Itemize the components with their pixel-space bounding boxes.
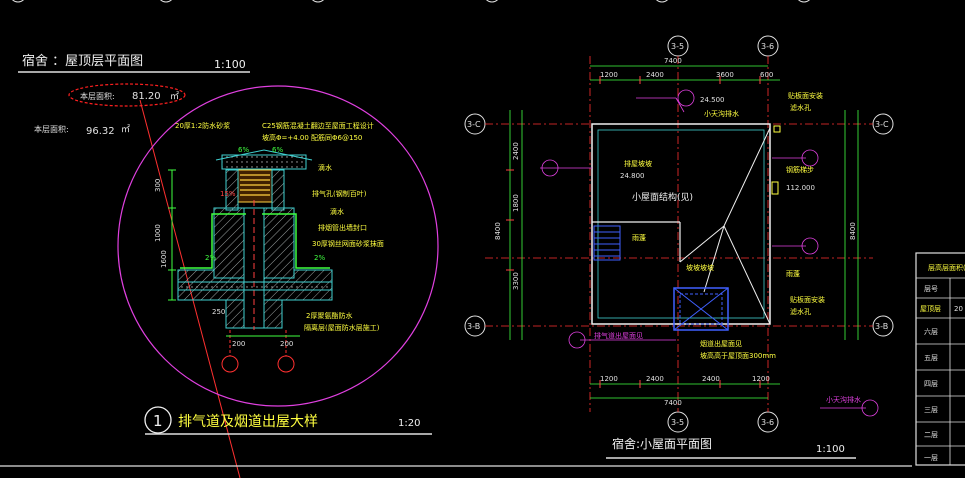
svg-text:雨蓬: 雨蓬 xyxy=(632,233,646,242)
svg-text:坡坡坡坡: 坡坡坡坡 xyxy=(686,263,714,272)
axis-right-1: 3-C xyxy=(875,120,889,129)
svg-text:6%: 6% xyxy=(238,146,249,154)
svg-text:1600: 1600 xyxy=(160,250,168,268)
svg-text:24.500: 24.500 xyxy=(700,96,725,104)
detail-scale: 1:20 xyxy=(398,418,420,429)
svg-text:贴板面安装: 贴板面安装 xyxy=(790,295,825,304)
area-label-2: 本层面积: xyxy=(34,124,69,134)
svg-text:滤水孔: 滤水孔 xyxy=(790,307,811,316)
axis-left-1: 3-C xyxy=(467,120,481,129)
area-unit-1: ㎡ xyxy=(170,91,179,102)
svg-text:300: 300 xyxy=(154,179,162,192)
axis-top-2: 3-6 xyxy=(761,42,774,51)
svg-text:六层: 六层 xyxy=(924,327,938,336)
svg-text:30厚钢丝网面砂浆抹面: 30厚钢丝网面砂浆抹面 xyxy=(312,239,384,248)
area-label-1: 本层面积: xyxy=(80,91,115,101)
svg-text:3300: 3300 xyxy=(512,272,520,290)
detail-number: 1 xyxy=(153,412,163,430)
svg-text:2400: 2400 xyxy=(702,375,720,383)
right-title: 宿舍:小屋面平面图 xyxy=(612,436,712,451)
plan-dimensions: 7400 1200 2400 3600 600 1200 2400 2400 1… xyxy=(494,57,857,407)
svg-text:排气道出屋面见: 排气道出屋面见 xyxy=(594,331,643,340)
svg-text:贴板面安装: 贴板面安装 xyxy=(788,91,823,100)
svg-text:小天沟排水: 小天沟排水 xyxy=(704,109,739,118)
svg-text:1200: 1200 xyxy=(752,375,770,383)
axis-top-1: 3-5 xyxy=(671,42,684,51)
svg-text:1000: 1000 xyxy=(154,224,162,242)
axis-bottom-2: 3-6 xyxy=(761,418,774,427)
axis-right-2: 3-B xyxy=(875,322,888,331)
svg-text:坡高高于屋顶面300mm: 坡高高于屋顶面300mm xyxy=(700,351,776,360)
svg-text:24.800: 24.800 xyxy=(620,172,645,180)
table-title: 层高层面积(㎡) xyxy=(928,263,965,272)
svg-text:一层: 一层 xyxy=(924,454,938,462)
svg-text:112.000: 112.000 xyxy=(786,184,815,192)
revision-cloud xyxy=(68,83,186,107)
svg-text:2%: 2% xyxy=(205,254,216,262)
svg-text:2400: 2400 xyxy=(646,375,664,383)
svg-text:20: 20 xyxy=(954,305,963,313)
svg-text:滤水孔: 滤水孔 xyxy=(790,103,811,112)
svg-text:排屋坡坡: 排屋坡坡 xyxy=(624,159,652,168)
svg-text:8400: 8400 xyxy=(494,222,502,240)
area-table: 层高层面积(㎡) 层号 屋顶层 六层 五层 四层 三层 二层 一层 20 xyxy=(915,252,965,466)
svg-text:200: 200 xyxy=(280,340,293,348)
svg-text:层号: 层号 xyxy=(924,285,938,293)
left-title: 宿舍 ：屋顶层平面图 xyxy=(22,53,143,69)
top-grid-markers xyxy=(11,0,811,3)
svg-text:滴水: 滴水 xyxy=(330,207,344,216)
svg-text:2厚聚氨酯防水: 2厚聚氨酯防水 xyxy=(306,311,352,320)
svg-text:7400: 7400 xyxy=(664,399,682,407)
svg-text:1800: 1800 xyxy=(512,194,520,212)
svg-text:6%: 6% xyxy=(272,146,283,154)
plan-labels: 24.500 24.800 112.000 小天沟排水 小屋面结构(见) 排屋坡… xyxy=(594,91,861,404)
svg-text:小天沟排水: 小天沟排水 xyxy=(826,395,861,404)
axis-left-2: 3-B xyxy=(467,322,480,331)
svg-text:8400: 8400 xyxy=(849,222,857,240)
small-roof-plan: 3-5 3-6 3-5 3-6 3-C 3-B 3-C 3-B xyxy=(464,35,894,433)
svg-text:四层: 四层 xyxy=(924,380,938,388)
svg-text:7400: 7400 xyxy=(664,57,682,65)
svg-text:小屋面结构(见): 小屋面结构(见) xyxy=(632,191,693,203)
svg-text:雨蓬: 雨蓬 xyxy=(786,269,800,278)
detail-notes: 20厚1:2防水砂浆 C25钢筋混凝土翻边至屋面工程设计 坡高Φ=+4.00 配… xyxy=(175,121,384,332)
detail-circle xyxy=(117,85,439,407)
svg-text:五层: 五层 xyxy=(924,354,938,362)
detail-title: 排气道及烟道出屋大样 xyxy=(178,414,318,430)
svg-text:钢筋梯步: 钢筋梯步 xyxy=(786,165,814,174)
svg-text:2400: 2400 xyxy=(646,71,664,79)
svg-text:600: 600 xyxy=(760,71,773,79)
svg-text:排烟管出墙封口: 排烟管出墙封口 xyxy=(318,223,367,232)
svg-text:屋顶层: 屋顶层 xyxy=(920,305,941,313)
svg-text:3600: 3600 xyxy=(716,71,734,79)
axis-bottom-1: 3-5 xyxy=(671,418,684,427)
svg-text:烟道出屋面见: 烟道出屋面见 xyxy=(700,339,742,348)
svg-text:15%: 15% xyxy=(220,190,236,198)
svg-text:滴水: 滴水 xyxy=(318,163,332,172)
svg-text:200: 200 xyxy=(232,340,245,348)
detail-number-circle xyxy=(144,406,172,434)
svg-text:坡高Φ=+4.00 配筋同Φ6@150: 坡高Φ=+4.00 配筋同Φ6@150 xyxy=(262,133,362,142)
svg-text:1200: 1200 xyxy=(600,71,618,79)
svg-text:20厚1:2防水砂浆: 20厚1:2防水砂浆 xyxy=(175,121,230,130)
svg-text:C25钢筋混凝土翻边至屋面工程设计: C25钢筋混凝土翻边至屋面工程设计 xyxy=(262,121,374,130)
svg-text:三层: 三层 xyxy=(924,406,938,414)
left-scale: 1:100 xyxy=(214,58,246,71)
chimney-detail xyxy=(168,149,333,373)
svg-text:2400: 2400 xyxy=(512,142,520,160)
svg-text:2%: 2% xyxy=(314,254,325,262)
area-value-2: 96.32 xyxy=(86,126,115,137)
svg-text:1200: 1200 xyxy=(600,375,618,383)
right-scale: 1:100 xyxy=(816,444,845,455)
area-value-1: 81.20 xyxy=(132,91,161,102)
area-unit-2: ㎡ xyxy=(121,124,130,135)
svg-text:排气孔(钢制百叶): 排气孔(钢制百叶) xyxy=(312,189,367,198)
svg-text:二层: 二层 xyxy=(924,431,938,439)
detail-dimensions: 300 1000 1600 200 200 250 xyxy=(154,179,293,348)
svg-text:隔离层(屋面防水层施工): 隔离层(屋面防水层施工) xyxy=(304,323,380,332)
svg-text:250: 250 xyxy=(212,308,225,316)
